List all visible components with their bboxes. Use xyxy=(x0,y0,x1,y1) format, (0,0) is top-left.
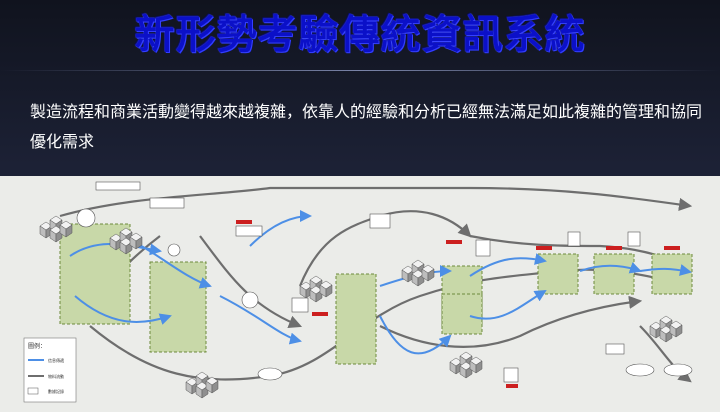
slide-title: 新形勢考驗傳統資訊系統 xyxy=(134,11,586,58)
process-area-5 xyxy=(441,293,483,335)
process-area-7 xyxy=(593,253,635,295)
legend-item-data: 數據記錄 xyxy=(48,388,64,394)
process-area-3 xyxy=(335,273,377,365)
legend-title: 圖例： xyxy=(28,342,46,350)
process-nodes xyxy=(76,208,693,381)
material-flow-lines xyxy=(59,186,693,383)
flow-diagram-canvas: 圖例： 信息傳遞 物料流動 數據記錄 xyxy=(23,181,693,403)
slide-subtitle: 製造流程和商業活動變得越來越複雜，依靠人的經驗和分析已經無法滿足如此複雜的管理和… xyxy=(30,102,703,151)
process-flow-diagram: 圖例： 信息傳遞 物料流動 數據記錄 xyxy=(0,176,720,412)
process-area-2 xyxy=(149,261,207,353)
legend-item-info: 信息傳遞 xyxy=(48,357,64,363)
alert-markers xyxy=(236,220,680,388)
info-boxes xyxy=(95,181,641,383)
diagram-legend: 圖例： 信息傳遞 物料流動 數據記錄 xyxy=(23,337,77,403)
process-area-8 xyxy=(651,253,693,295)
legend-item-material: 物料流動 xyxy=(48,373,64,379)
title-divider xyxy=(0,70,720,71)
